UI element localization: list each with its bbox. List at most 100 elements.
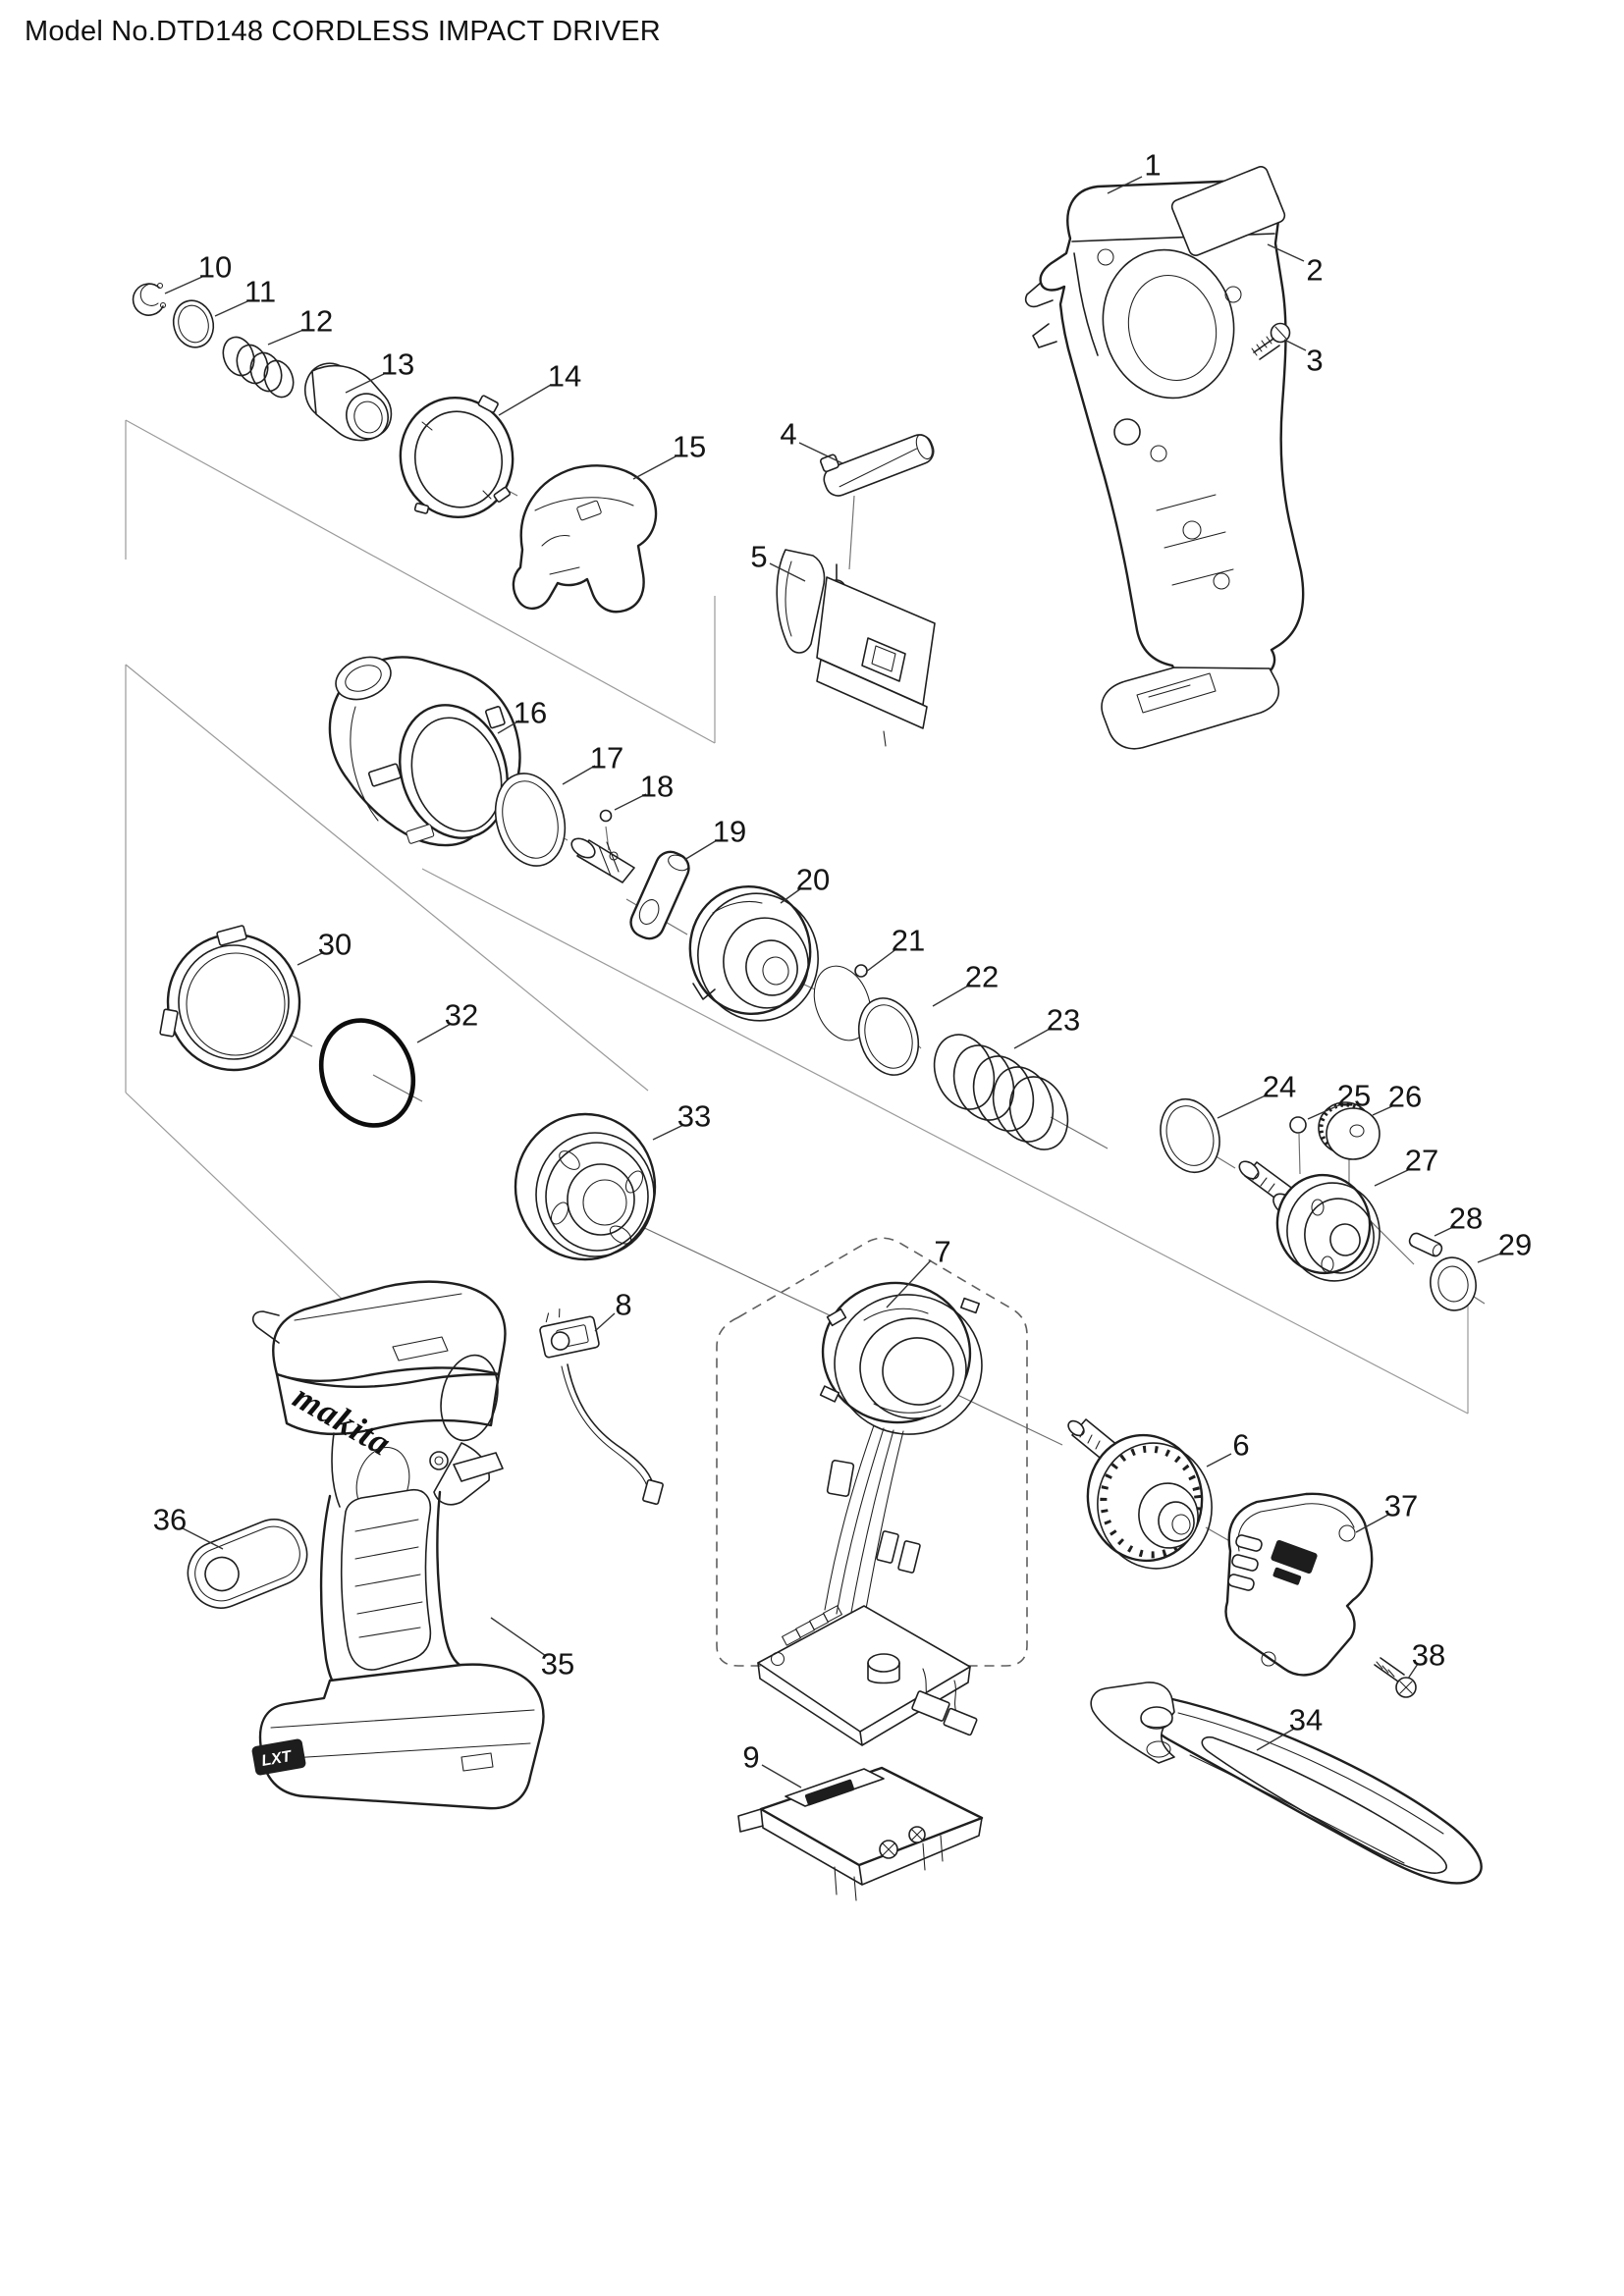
callout-leader-29 (1477, 1252, 1504, 1263)
part-number-28: 28 (1449, 1201, 1483, 1236)
part-38-screw (1374, 1657, 1417, 1698)
part-30-ring-spring-holder (159, 925, 301, 1072)
callout-leader-5 (769, 562, 806, 582)
callout-leader-23 (1013, 1027, 1053, 1049)
callout-leader-15 (632, 454, 678, 480)
callout-leader-36 (182, 1527, 224, 1550)
part-number-25: 25 (1337, 1079, 1371, 1113)
part-number-5: 5 (750, 540, 767, 574)
callout-leader-1 (1107, 176, 1143, 194)
part-number-8: 8 (615, 1288, 631, 1322)
part-number-36: 36 (153, 1503, 187, 1537)
part-number-20: 20 (796, 863, 830, 897)
callout-leader-14 (498, 384, 552, 416)
battery-badge: LXT (251, 1738, 306, 1776)
callout-leader-27 (1374, 1168, 1411, 1187)
callout-leader-19 (683, 839, 718, 861)
part-16-hammer-case (328, 656, 521, 847)
callout-leader-18 (614, 793, 647, 811)
svg-text:LXT: LXT (260, 1748, 294, 1770)
part-number-21: 21 (892, 924, 925, 958)
part-32-o-ring (318, 1018, 416, 1128)
part-number-18: 18 (640, 770, 674, 804)
callout-leader-10 (164, 276, 203, 294)
callout-leader-35 (490, 1617, 547, 1657)
part-34-strap (1090, 1682, 1483, 1885)
part-12-spring (222, 336, 295, 399)
part-number-2: 2 (1306, 253, 1323, 288)
part-24-ring (1160, 1097, 1220, 1174)
part-number-38: 38 (1412, 1638, 1445, 1673)
callout-leader-32 (416, 1023, 452, 1043)
callout-leader-3 (1283, 339, 1307, 351)
part-number-3: 3 (1306, 344, 1323, 378)
part-22-ring (857, 997, 920, 1076)
part-number-6: 6 (1232, 1428, 1249, 1463)
part-15-bumper (512, 464, 658, 614)
part-8-led-circuit (539, 1308, 664, 1506)
part-number-9: 9 (742, 1740, 759, 1775)
part-number-1: 1 (1144, 148, 1161, 183)
callout-leader-11 (214, 300, 248, 317)
part-29-flat-washer (1430, 1256, 1477, 1311)
part-number-30: 30 (318, 928, 352, 962)
part-14-retaining-ring (399, 395, 514, 519)
part-26-gear-washer (1318, 1101, 1380, 1160)
part-17-washer-ring (494, 773, 567, 867)
part-number-27: 27 (1405, 1144, 1438, 1178)
callout-leader-28 (1434, 1225, 1456, 1237)
part-13-bushing (303, 362, 393, 442)
callout-leader-17 (562, 765, 596, 785)
callout-leader-13 (345, 372, 387, 394)
part-number-23: 23 (1047, 1003, 1080, 1038)
part-33-ball-bearing (514, 1112, 657, 1261)
part-number-34: 34 (1289, 1703, 1323, 1737)
callout-leader-37 (1355, 1514, 1389, 1533)
part-number-29: 29 (1498, 1228, 1532, 1262)
part-2-name-plate (1170, 166, 1286, 256)
part-6-rotor (1067, 1418, 1213, 1570)
part-20-hammer (688, 884, 819, 1022)
part-25-steel-ball (1289, 1116, 1307, 1134)
part-10-snap-ring (132, 282, 167, 316)
part-number-16: 16 (514, 696, 547, 730)
part-number-37: 37 (1384, 1489, 1418, 1523)
part-7-field-controller-assembly (757, 1281, 983, 1746)
callout-leader-16 (497, 720, 520, 734)
part-36-switch-label (187, 1519, 308, 1609)
part-9-terminal-block (737, 1766, 984, 1901)
part-3-screw (1251, 322, 1291, 360)
callout-leader-24 (1217, 1094, 1269, 1119)
callout-leader-26 (1372, 1104, 1395, 1116)
assembly-boundary-box (716, 1237, 1028, 1667)
part-number-33: 33 (677, 1099, 711, 1134)
part-37-rear-cover (1224, 1492, 1374, 1677)
callout-leader-30 (297, 951, 325, 966)
part-number-19: 19 (713, 815, 746, 849)
callout-leader-34 (1256, 1728, 1295, 1751)
callout-leader-38 (1407, 1663, 1419, 1680)
part-number-24: 24 (1263, 1070, 1296, 1104)
callout-leader-9 (761, 1764, 802, 1789)
part-number-15: 15 (673, 430, 706, 464)
callout-leader-33 (652, 1124, 684, 1141)
part-19-anvil (570, 837, 690, 940)
callout-leader-8 (594, 1312, 616, 1332)
part-number-14: 14 (548, 359, 581, 394)
part-35-housing-set: makita LXT (251, 1280, 545, 1810)
callout-leader-7 (886, 1259, 932, 1308)
part-18-steel-ball (599, 809, 613, 823)
part-number-35: 35 (541, 1647, 574, 1682)
part-1-housing-set (1024, 179, 1305, 750)
page-title: Model No.DTD148 CORDLESS IMPACT DRIVER (25, 16, 661, 47)
part-number-32: 32 (445, 998, 478, 1033)
part-number-4: 4 (780, 417, 796, 452)
callout-leader-25 (1307, 1102, 1344, 1120)
part-number-22: 22 (965, 960, 999, 994)
part-number-13: 13 (381, 347, 414, 382)
callout-leader-21 (865, 947, 898, 973)
part-number-10: 10 (198, 250, 232, 285)
callout-leader-2 (1267, 243, 1305, 262)
